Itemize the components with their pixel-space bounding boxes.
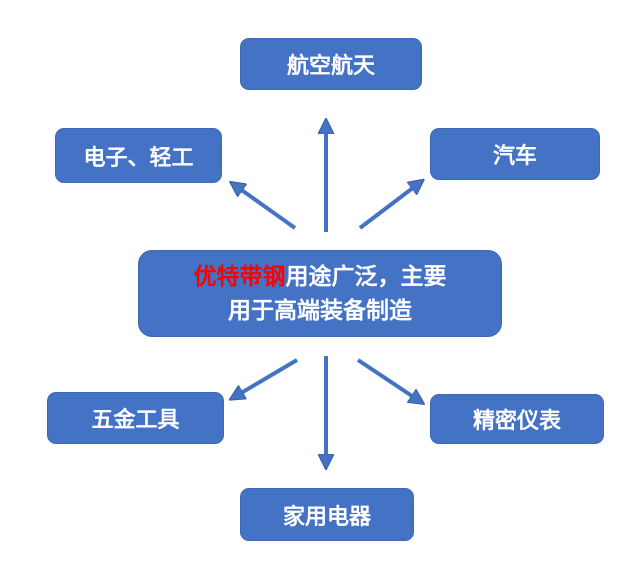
highlight-text: 优特带钢 [193,263,286,290]
node-home-appliances: 家用电器 [240,488,414,541]
center-line-1-rest: 用途广泛，主要 [285,263,447,290]
center-node: 优特带钢用途广泛，主要 用于高端装备制造 [138,250,502,337]
arrow-upper-left [236,186,297,230]
node-electronics: 电子、轻工 [55,128,222,183]
arrow-lower-right [356,358,418,400]
center-line-1: 优特带钢用途广泛，主要 [194,260,447,294]
center-line-2: 用于高端装备制造 [228,297,412,324]
arrow-lower-left [236,358,299,396]
node-aerospace: 航空航天 [240,38,422,90]
node-automotive: 汽车 [430,128,600,180]
node-hardware-tools: 五金工具 [47,392,224,444]
node-precision-instruments: 精密仪表 [430,394,604,444]
arrow-upper-right [358,184,418,230]
